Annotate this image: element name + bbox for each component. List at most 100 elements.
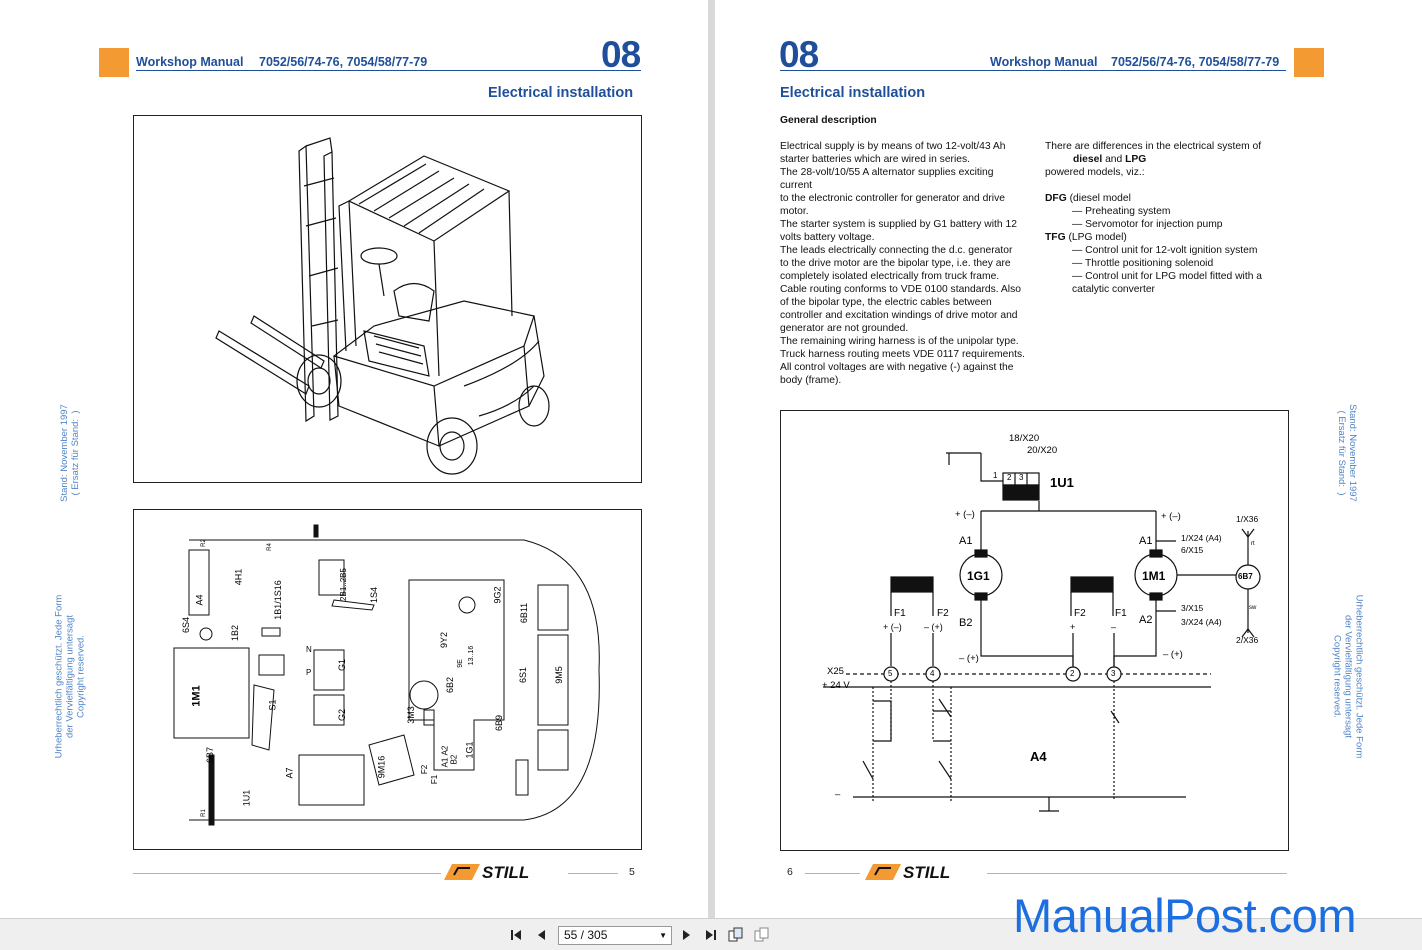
prev-page-icon[interactable] (534, 927, 550, 943)
page-number: 6 (787, 866, 793, 878)
page-number-select[interactable]: 55 / 305 ▼ (558, 926, 672, 945)
two-page-view-icon[interactable] (728, 927, 744, 943)
section-title: Electrical installation (488, 85, 634, 101)
right-page: 08 Workshop Manual 7052/56/74-76, 7054/5… (715, 0, 1422, 918)
label-f1-a: F1 (894, 608, 906, 619)
footer-rule-left (805, 873, 860, 874)
subheading: General description (780, 115, 877, 126)
label-n: N (306, 645, 312, 654)
wiring-schematic: 18/X20 20/X20 1U1 1 2 3 1G1 1M1 6B7 A1 B… (780, 410, 1289, 851)
label-minus-plus-right: – (+) (1163, 649, 1183, 660)
header-models: 7052/56/74-76, 7054/58/77-79 (259, 55, 428, 69)
label-1s4: 1S4 (369, 586, 380, 604)
label-r4: R4 (266, 543, 273, 551)
label-node-2: 2 (1070, 669, 1075, 678)
label-x25: X25 (827, 666, 844, 677)
chapter-number: 08 (779, 34, 819, 75)
label-f2-a: F2 (937, 608, 949, 619)
label-g1: G1 (337, 658, 348, 672)
label-6b11: 6B11 (519, 602, 530, 624)
footer-rule-right (987, 873, 1287, 874)
component-layout-figure: 1M1 6S4 1B2 A4 4H1 1B1/1S16 2B1..2B5 1S4… (133, 509, 642, 850)
label-3m3: 3M3 (405, 706, 416, 724)
footer-rule-left (133, 873, 441, 874)
label-20-x20: 20/X20 (1027, 445, 1058, 456)
label-b2: B2 (449, 754, 459, 765)
label-s1: S1 (267, 699, 278, 711)
viewer-toolbar: 55 / 305 ▼ (0, 918, 1422, 950)
label-24v: + 24 V (822, 680, 850, 691)
description-column-1: Electrical supply is by means of two 12-… (780, 141, 1025, 386)
label-pin3: 3 (1019, 473, 1024, 482)
label-a1-left: A1 (959, 535, 973, 547)
label-9g2: 9G2 (492, 586, 503, 604)
label-2b1-2b5: 2B1..2B5 (338, 568, 348, 601)
label-a2: A2 (440, 745, 450, 756)
label-node-5: 5 (888, 669, 893, 678)
label-1m1: 1M1 (190, 685, 203, 707)
side-copyright-note: Urheberrechtlich geschützt. Jede Form de… (1331, 594, 1365, 759)
label-13-16: 13..16 (468, 645, 476, 666)
label-a4: A4 (1030, 749, 1047, 764)
page-indicator: 55 / 305 (564, 928, 608, 942)
label-a1: A1 (440, 757, 450, 768)
label-1g1: 1G1 (464, 741, 475, 759)
label-a4: A4 (194, 594, 205, 606)
label-9y2: 9Y2 (439, 631, 450, 649)
label-f2: F2 (420, 764, 430, 775)
label-sw: sw (1249, 605, 1257, 611)
label-1-x24: 1/X24 (A4) (1181, 533, 1222, 543)
label-1u1: 1U1 (1050, 475, 1074, 490)
watermark: ManualPost.com (1013, 889, 1357, 942)
section-title: Electrical installation (780, 85, 926, 101)
label-r1: R1 (200, 809, 207, 817)
label-rt: rt (1251, 541, 1255, 547)
label-field-b-minus: – (1111, 622, 1117, 632)
label-minus-plus-left: – (+) (959, 653, 979, 664)
label-9e: 9E (456, 659, 464, 668)
label-3-x15: 3/X15 (1181, 603, 1204, 613)
header-title: Workshop Manual (136, 55, 244, 69)
label-6b9: 6B9 (494, 714, 505, 732)
label-r2: R2 (200, 539, 207, 547)
label-field-a-mp: – (+) (924, 622, 943, 632)
label-a7: A7 (284, 767, 295, 779)
first-page-icon[interactable] (509, 927, 525, 943)
label-4h1: 4H1 (233, 568, 244, 586)
label-2-x36: 2/X36 (1236, 635, 1259, 645)
label-6b7: 6B7 (205, 746, 216, 764)
page-gutter (708, 0, 715, 918)
label-1m1: 1M1 (1142, 569, 1166, 583)
label-f2-b: F2 (1074, 608, 1086, 619)
label-1-x36: 1/X36 (1236, 514, 1259, 524)
label-a2-right: A2 (1139, 614, 1153, 626)
label-1b1-1s16: 1B1/1S16 (272, 580, 283, 620)
still-logo-text: STILL (482, 863, 529, 882)
label-f1: F1 (430, 774, 440, 785)
header-rule (780, 70, 1286, 71)
label-1u1: 1U1 (241, 789, 252, 807)
forklift-figure (133, 115, 642, 483)
label-6b7: 6B7 (1238, 572, 1253, 581)
label-pin1: 1 (993, 471, 998, 480)
label-field-b-plus: + (1070, 622, 1076, 632)
side-stand-note: Stand: November 1997 ( Ersatz für Stand:… (1336, 404, 1358, 502)
side-stand-note: Stand: November 1997 ( Ersatz für Stand:… (59, 404, 81, 502)
still-logo: STILL (444, 863, 529, 882)
label-node-3: 3 (1111, 669, 1116, 678)
side-copyright-note: Urheberrechtlich geschützt. Jede Form de… (53, 594, 87, 759)
label-field-a-pm: + (–) (883, 622, 902, 632)
next-page-icon[interactable] (678, 927, 694, 943)
label-1g1: 1G1 (967, 569, 990, 583)
orange-marker (1294, 48, 1324, 77)
header-rule (136, 70, 641, 71)
label-9m16: 9M16 (376, 755, 387, 779)
label-plus-minus-left: + (–) (955, 509, 975, 520)
page-number: 5 (629, 866, 635, 878)
label-g2: G2 (337, 708, 348, 722)
label-b2-left: B2 (959, 617, 973, 629)
last-page-icon[interactable] (702, 927, 718, 943)
label-18-x20: 18/X20 (1009, 433, 1040, 444)
label-6s4: 6S4 (181, 616, 192, 634)
single-page-view-icon[interactable] (754, 927, 770, 943)
